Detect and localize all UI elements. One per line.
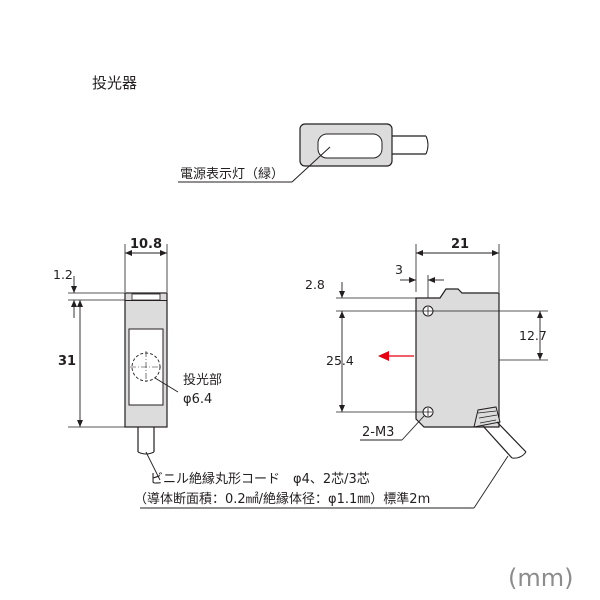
indicator-view: 電源表示灯（緑） [178,123,429,183]
cable-top-view [392,135,426,155]
mount-hole-top-cross [424,307,432,315]
side-width-dim: 21 [451,237,469,252]
cable-note-line1: ビニル絶縁丸形コード φ4、2芯/3芯 [150,471,370,487]
mount-hole-bottom-cross [424,408,432,416]
front-view: 10.8 1.2 31 投光部 φ6.4 [53,237,222,455]
cable-bushing-ribs [477,410,498,424]
front-cable-break [137,451,155,455]
light-direction-arrow [378,351,414,361]
side-view: 21 3 2.8 25.4 12.7 [305,237,548,459]
cable-break-mark [425,135,429,155]
half-pitch-dim: 12.7 [519,328,547,343]
indicator-lens [317,133,383,159]
front-top-step [131,293,161,301]
front-top-edge [125,300,167,301]
side-cable-break [511,451,527,459]
front-step-dim: 1.2 [53,267,73,282]
title-label: 投光器 [92,74,137,92]
emitter-dia-label: φ6.4 [183,392,212,407]
cable-note-leader [473,455,509,509]
cable-note: ビニル絶縁丸形コード φ4、2芯/3芯 （導体断面積：0.2㎟/絶縁体径：φ1.… [134,451,509,509]
front-cable-leader [145,451,161,481]
emitter-label: 投光部 [183,372,222,388]
unit-label: (mm) [508,564,573,592]
side-cable [482,421,527,459]
indicator-leader-line [291,146,331,183]
pitch-dim: 25.4 [326,353,354,368]
hole-offset-dim: 3 [395,262,403,277]
screw-leader-line [401,415,425,441]
side-top-dim: 2.8 [305,277,325,292]
screw-label: 2-M3 [362,425,394,440]
indicator-label: 電源表示灯（緑） [180,167,284,182]
side-body [415,288,500,428]
cable-note-line2: （導体断面積：0.2㎟/絶縁体径：φ1.1㎜）標準2m [134,491,430,507]
emitter-leader-line [154,377,179,393]
front-width-dim: 10.8 [130,237,162,252]
front-cable [137,427,155,452]
front-height-dim: 31 [58,354,76,369]
